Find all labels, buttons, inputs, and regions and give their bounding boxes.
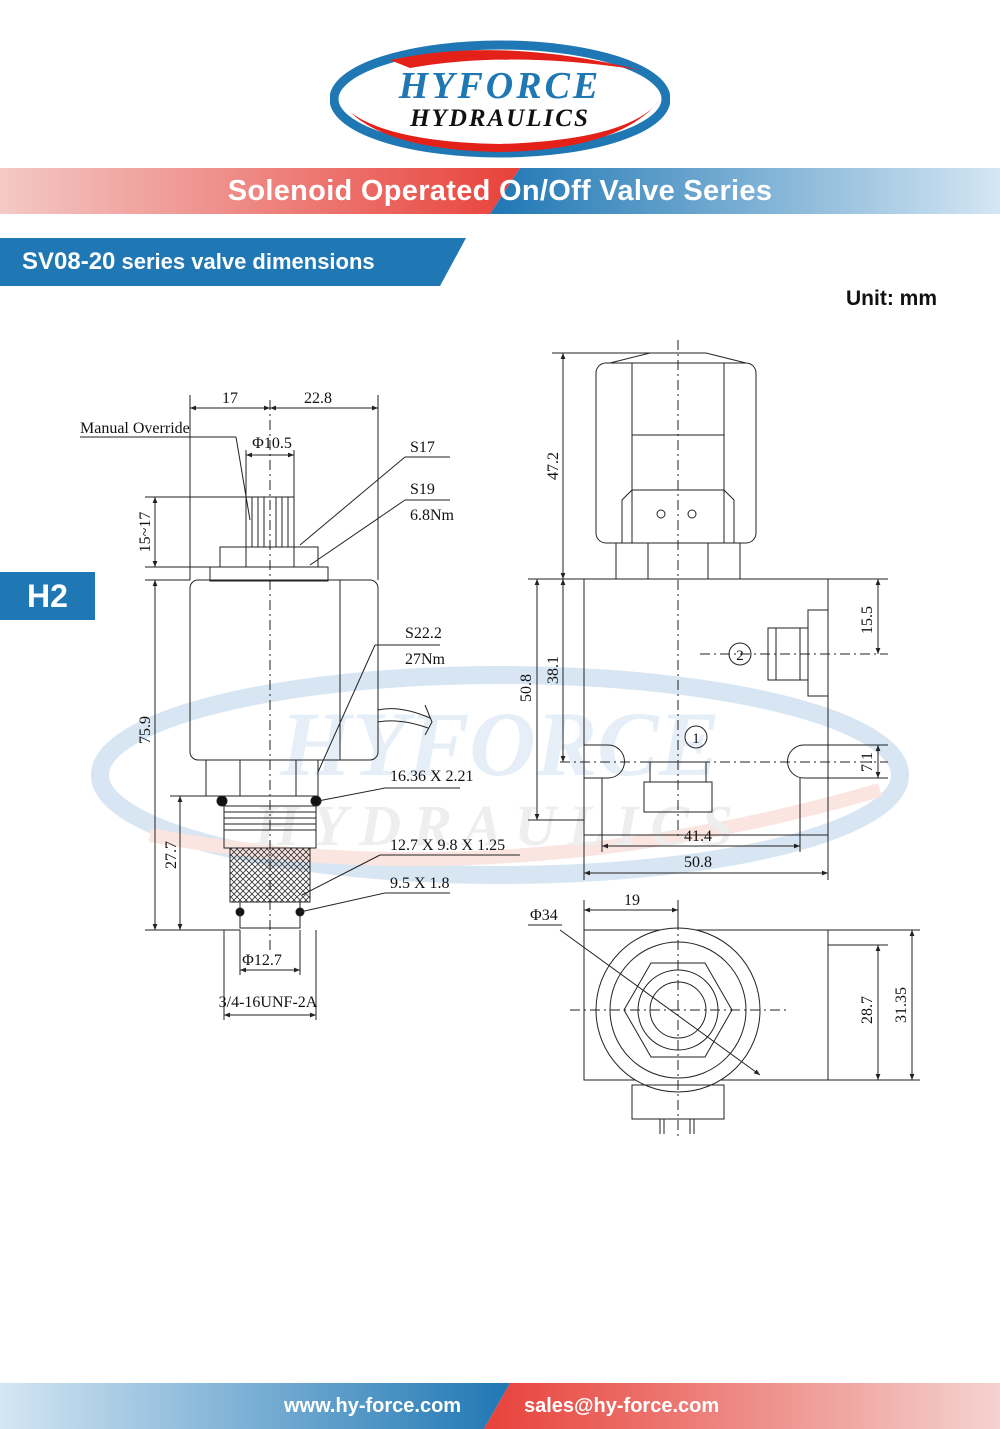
dim-50-8-horizontal: 50.8 <box>684 854 712 871</box>
top-view <box>528 900 920 1140</box>
s17-label: S17 <box>410 439 435 456</box>
oring-1-label: 16.36 X 2.21 <box>390 768 474 785</box>
s22-2-label: S22.2 <box>405 625 442 642</box>
hyforce-logo: HYFORCE HYDRAULICS <box>330 40 670 158</box>
dim-15-17: 15~17 <box>137 512 154 553</box>
page-title: Solenoid Operated On/Off Valve Series <box>227 175 773 207</box>
dim-38-1: 38.1 <box>545 656 562 684</box>
footer-band <box>0 1383 1000 1429</box>
dim-28-7: 28.7 <box>859 996 876 1024</box>
dim-19: 19 <box>624 892 640 909</box>
dim-17: 17 <box>222 390 238 407</box>
oring-2-label: 12.7 X 9.8 X 1.25 <box>390 837 505 854</box>
series-code: SV08-20 <box>22 248 116 275</box>
phi-34: Φ34 <box>530 907 558 924</box>
dim-41-4: 41.4 <box>684 828 712 845</box>
valve-dimension-drawing: HYFORCE HYDRAULICS <box>80 340 920 1140</box>
s19-label: S19 <box>410 481 435 498</box>
dim-27-7: 27.7 <box>163 841 180 869</box>
torque-6-8: 6.8Nm <box>410 507 455 524</box>
subtitle-band <box>0 238 466 286</box>
website-link[interactable]: www.hy-force.com <box>284 1395 462 1417</box>
dim-15-5: 15.5 <box>859 606 876 634</box>
oring-3-label: 9.5 X 1.8 <box>390 875 450 892</box>
port-1-label: 1 <box>692 731 700 747</box>
unit-label: Unit: mm <box>846 287 937 310</box>
section-title: SV08-20 series valve dimensions <box>22 238 375 286</box>
thread-spec: 3/4-16UNF-2A <box>219 994 318 1011</box>
dim-31-35: 31.35 <box>893 987 910 1023</box>
side-view <box>80 395 520 1020</box>
watermark: HYFORCE HYDRAULICS <box>91 666 909 884</box>
dim-7-1: 7.1 <box>859 752 876 772</box>
email-link[interactable]: sales@hy-force.com <box>524 1395 720 1417</box>
logo-line1: HYFORCE <box>398 65 602 107</box>
front-view <box>528 340 888 880</box>
logo-line2: HYDRAULICS <box>409 105 590 132</box>
torque-27: 27Nm <box>405 651 446 668</box>
port-2-label: 2 <box>736 648 744 664</box>
series-text: series valve dimensions <box>115 249 375 274</box>
dim-22-8: 22.8 <box>304 390 332 407</box>
page-tab: H2 <box>0 572 95 620</box>
phi-10-5: Φ10.5 <box>252 435 292 452</box>
dim-75-9: 75.9 <box>137 716 154 744</box>
dim-50-8-vertical: 50.8 <box>518 674 535 702</box>
watermark-line1: HYFORCE <box>279 693 720 795</box>
dim-47-2: 47.2 <box>545 452 562 480</box>
phi-12-7: Φ12.7 <box>242 952 282 969</box>
title-band <box>0 168 1000 214</box>
manual-override-label: Manual Override <box>80 420 190 437</box>
